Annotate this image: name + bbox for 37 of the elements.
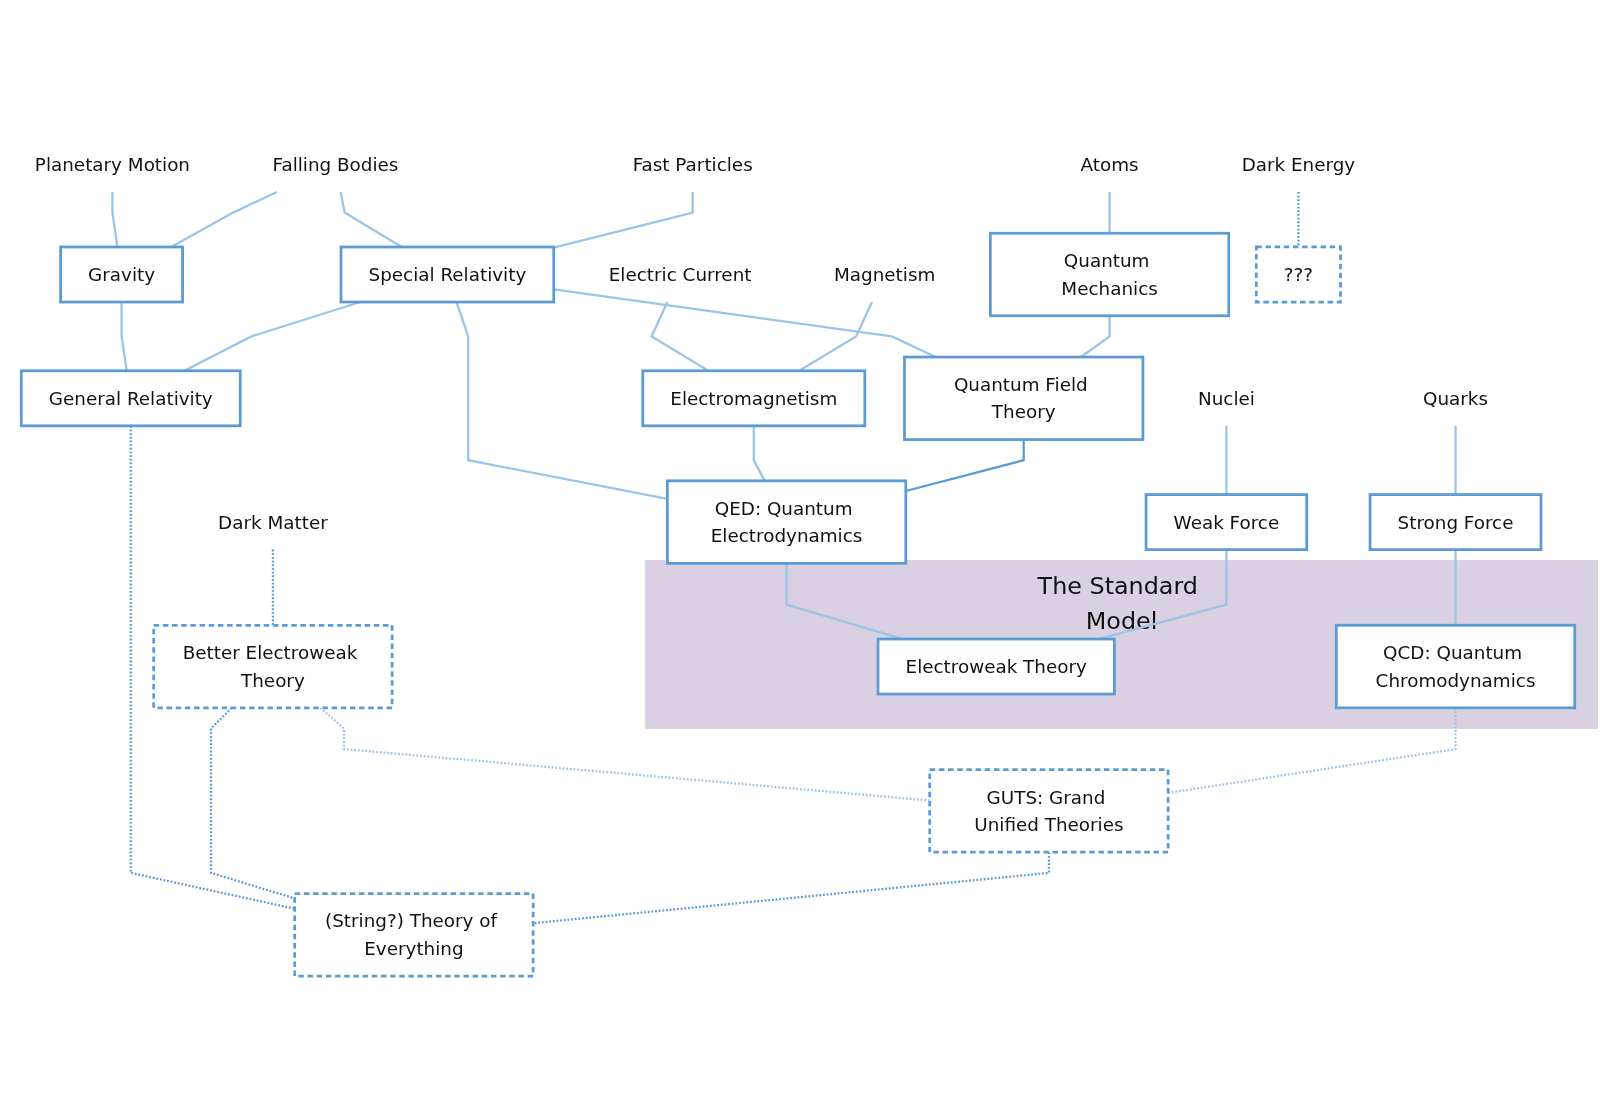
node-box: QED: Quantum Electrodynamics (665, 479, 908, 565)
node-box: Better Electroweak Theory (152, 623, 394, 710)
connector (120, 302, 128, 371)
connector (1454, 425, 1457, 495)
node-box: Quantum Field Theory (903, 355, 1145, 441)
connector (170, 190, 278, 248)
node-box: Electroweak Theory (876, 637, 1116, 696)
node-text: Quarks (1423, 387, 1489, 410)
connector (1080, 315, 1111, 358)
connector (1454, 549, 1457, 626)
node-text: Atoms (1080, 153, 1139, 176)
connector (905, 439, 1025, 493)
node-box: Quantum Mechanics (989, 231, 1231, 318)
node-box: ??? (1254, 245, 1342, 304)
node-box: GUTS: Grand Unified Theories (928, 768, 1170, 854)
node-box: General Relativity (19, 369, 242, 428)
connector (1108, 191, 1111, 234)
node-text: Nuclei (1197, 387, 1255, 410)
node-box: Weak Force (1144, 493, 1309, 551)
node-text: Magnetism (834, 263, 936, 286)
node-box: QCD: Quantum Chromodynamics (1334, 623, 1577, 710)
connector (1297, 191, 1300, 247)
node-text: Planetary Motion (34, 153, 190, 176)
node-text: Dark Energy (1241, 153, 1356, 176)
node-box: Electromagnetism (641, 369, 867, 428)
node-text: Falling Bodies (272, 153, 399, 176)
node-text: Fast Particles (632, 153, 753, 176)
connector (111, 191, 119, 248)
node-text: Electric Current (608, 263, 752, 286)
connector (553, 191, 694, 249)
node-box: (String?) Theory of Everything (293, 892, 535, 978)
node-box: Special Relativity (339, 245, 556, 304)
node-text: Dark Matter (218, 511, 328, 534)
connector (339, 191, 403, 248)
connector (1225, 425, 1228, 495)
node-box: Strong Force (1368, 493, 1543, 551)
node-box: Gravity (59, 245, 184, 304)
